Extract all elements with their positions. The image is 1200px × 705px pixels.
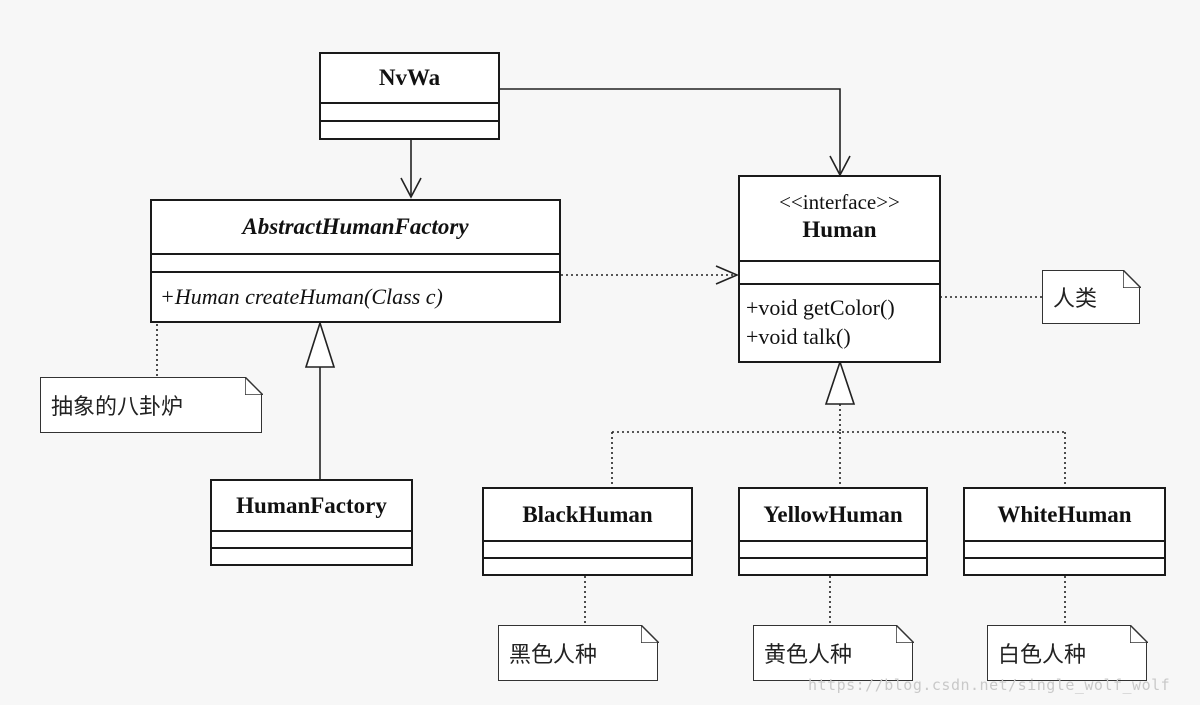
class-human-header: <<interface>> Human	[740, 177, 939, 260]
class-abstract-human-factory-method: +Human createHuman(Class c)	[152, 271, 559, 321]
note-human-text: 人类	[1053, 287, 1098, 312]
class-white-human-methods	[965, 557, 1164, 574]
class-black-human-methods	[484, 557, 691, 574]
class-nvwa-name: NvWa	[378, 65, 441, 90]
nvwa-to-factory-arrowhead	[400, 177, 422, 199]
class-abstract-human-factory: AbstractHumanFactory +Human createHuman(…	[150, 199, 561, 323]
class-black-human-name: BlackHuman	[522, 502, 653, 527]
factory-to-human-arrowhead	[715, 265, 740, 285]
human-realization-triangle	[824, 359, 856, 405]
note-yellow-human-text: 黄色人种	[764, 643, 853, 668]
class-human-stereotype: <<interface>>	[779, 190, 900, 214]
note-white-human: 白色人种	[987, 624, 1148, 681]
note-factory-text: 抽象的八卦炉	[51, 395, 184, 420]
note-fold-icon	[1122, 269, 1141, 288]
watermark-text: https://blog.csdn.net/single_wolf_wolf	[808, 676, 1171, 694]
class-black-human-attributes	[484, 540, 691, 557]
class-white-human-attributes	[965, 540, 1164, 557]
note-black-human: 黑色人种	[498, 624, 659, 681]
class-abstract-human-factory-attributes	[152, 253, 559, 271]
note-fold-icon	[244, 376, 263, 395]
class-human-factory-methods	[212, 547, 411, 564]
class-yellow-human: YellowHuman	[738, 487, 928, 576]
class-abstract-human-factory-name: AbstractHumanFactory	[242, 214, 469, 239]
note-fold-icon	[1129, 624, 1148, 643]
method-talk: +void talk()	[746, 324, 851, 349]
note-factory: 抽象的八卦炉	[40, 376, 263, 433]
note-human: 人类	[1042, 269, 1141, 324]
class-white-human: WhiteHuman	[963, 487, 1166, 576]
class-human-factory-name: HumanFactory	[236, 493, 387, 518]
class-nvwa-methods	[321, 120, 498, 138]
note-white-human-text: 白色人种	[998, 643, 1087, 668]
class-nvwa-attributes	[321, 102, 498, 120]
class-yellow-human-attributes	[740, 540, 926, 557]
class-nvwa: NvWa	[319, 52, 500, 140]
class-yellow-human-name: YellowHuman	[763, 502, 903, 527]
class-black-human: BlackHuman	[482, 487, 693, 576]
class-white-human-name: WhiteHuman	[997, 502, 1132, 527]
note-yellow-human: 黄色人种	[753, 624, 914, 681]
class-human-factory-attributes	[212, 530, 411, 547]
note-black-human-text: 黑色人种	[509, 643, 598, 668]
class-human-attributes	[740, 260, 939, 283]
method-get-color: +void getColor()	[746, 295, 895, 320]
note-fold-icon	[895, 624, 914, 643]
class-yellow-human-methods	[740, 557, 926, 574]
class-human-methods: +void getColor() +void talk()	[740, 283, 939, 361]
class-human-interface: <<interface>> Human +void getColor() +vo…	[738, 175, 941, 363]
humanfactory-generalization-triangle	[304, 320, 336, 368]
class-human-factory: HumanFactory	[210, 479, 413, 566]
note-fold-icon	[640, 624, 659, 643]
nvwa-to-human-line	[499, 88, 841, 173]
class-human-name: Human	[802, 217, 877, 242]
